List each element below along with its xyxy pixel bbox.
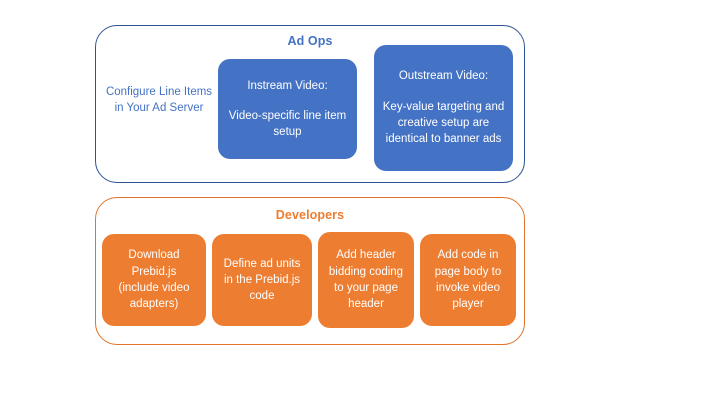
group-title-developers: Developers xyxy=(275,208,345,222)
node-add-header-bidding[interactable]: Add header bidding coding to your page h… xyxy=(318,232,414,328)
node-define-ad-units-body: Define ad units in the Prebid.js code xyxy=(223,257,301,303)
node-outstream-video-body: Key-value targeting and creative setup a… xyxy=(382,100,505,146)
node-instream-video-body: Video-specific line item setup xyxy=(228,109,347,139)
group-ad-ops: Ad Ops Configure Line Items in Your Ad S… xyxy=(95,25,525,183)
group-developers: Developers Download Prebid.js (include v… xyxy=(95,197,525,345)
node-add-page-body-code[interactable]: Add code in page body to invoke video pl… xyxy=(420,234,516,326)
node-configure-line-items-text: Configure Line Items in Your Ad Server xyxy=(105,85,213,114)
node-instream-video[interactable]: Instream Video: Video-specific line item… xyxy=(218,59,357,159)
group-title-ad-ops: Ad Ops xyxy=(287,34,333,48)
node-add-page-body-code-body: Add code in page body to invoke video pl… xyxy=(434,249,502,311)
node-download-prebid-body: Download Prebid.js (include video adapte… xyxy=(118,249,190,311)
node-define-ad-units[interactable]: Define ad units in the Prebid.js code xyxy=(212,234,312,326)
node-add-header-bidding-body: Add header bidding coding to your page h… xyxy=(328,249,404,311)
node-instream-video-heading: Instream Video: xyxy=(247,79,328,92)
node-configure-line-items: Configure Line Items in Your Ad Server xyxy=(104,70,214,130)
node-outstream-video-heading: Outstream Video: xyxy=(398,70,489,83)
node-outstream-video[interactable]: Outstream Video: Key-value targeting and… xyxy=(374,45,513,171)
node-download-prebid[interactable]: Download Prebid.js (include video adapte… xyxy=(102,234,206,326)
